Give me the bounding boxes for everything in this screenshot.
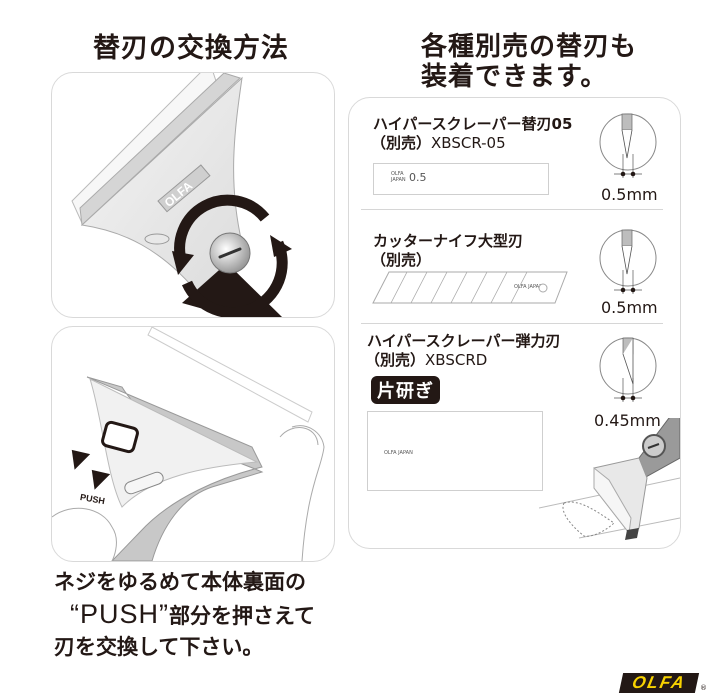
- blade-item-code-line: （別売）XBSCR-05: [371, 134, 506, 152]
- blade-thickness: 0.5mm: [601, 185, 658, 204]
- instruction-line-1: ネジをゆるめて本体裏面の: [54, 570, 306, 594]
- divider: [361, 209, 663, 210]
- right-title-line2: 装着できます。: [421, 61, 608, 92]
- right-title-line1: 各種別売の替刃も: [421, 32, 638, 62]
- edge-profile-single-icon: [599, 337, 657, 402]
- right-title: 各種別売の替刃も 装着できます。: [421, 32, 638, 93]
- blade-thickness: 0.45mm: [594, 411, 661, 430]
- blade-xbscrd-drawing: OLFA JAPAN: [367, 411, 543, 491]
- press-arrow-icon: [91, 469, 111, 490]
- push-label: PUSH: [79, 492, 105, 506]
- single-bevel-badge: 片研ぎ: [371, 376, 440, 404]
- divider: [361, 323, 663, 324]
- blade-item-name: ハイパースクレーパー弾力刃: [367, 332, 561, 350]
- olfa-logo: OLFA: [618, 673, 700, 693]
- scraper-in-use-illustration: [539, 418, 680, 540]
- blade-item-code-line: （別売）: [371, 251, 432, 269]
- blade-thickness: 0.5mm: [601, 298, 658, 317]
- blade-xbscr-05-drawing: OLFA JAPAN 0.5: [373, 163, 549, 195]
- instruction-line-2: “PUSH”部分を押さえて: [70, 599, 315, 629]
- step2-panel: PUSH: [51, 326, 335, 562]
- rotate-arrow-icon: [174, 194, 270, 265]
- optional-blades-panel: ハイパースクレーパー替刃05 （別売）XBSCR-05 OLFA JAPAN 0…: [348, 97, 681, 549]
- left-title: 替刃の交換方法: [93, 33, 289, 64]
- scraper-screw-illustration: OLFA: [71, 73, 292, 317]
- edge-profile-double-icon: [599, 229, 657, 294]
- push-word: PUSH: [80, 599, 160, 629]
- blade-item-name: ハイパースクレーパー替刃05: [373, 115, 573, 133]
- push-release-illustration: PUSH: [52, 327, 325, 561]
- instruction-line-3: 刃を交換して下さい。: [54, 635, 264, 659]
- step1-panel: OLFA: [51, 72, 335, 318]
- edge-profile-double-icon: [599, 113, 657, 178]
- snap-off-blade-drawing: OLFA JAPAN: [372, 271, 568, 304]
- blade-item-code-line: （別売）XBSCRD: [365, 351, 488, 369]
- registered-mark: ®: [700, 684, 707, 692]
- press-arrow-icon: [71, 449, 91, 470]
- blade-item-name: カッターナイフ大型刃: [373, 232, 524, 250]
- svg-text:OLFA JAPAN: OLFA JAPAN: [514, 284, 543, 290]
